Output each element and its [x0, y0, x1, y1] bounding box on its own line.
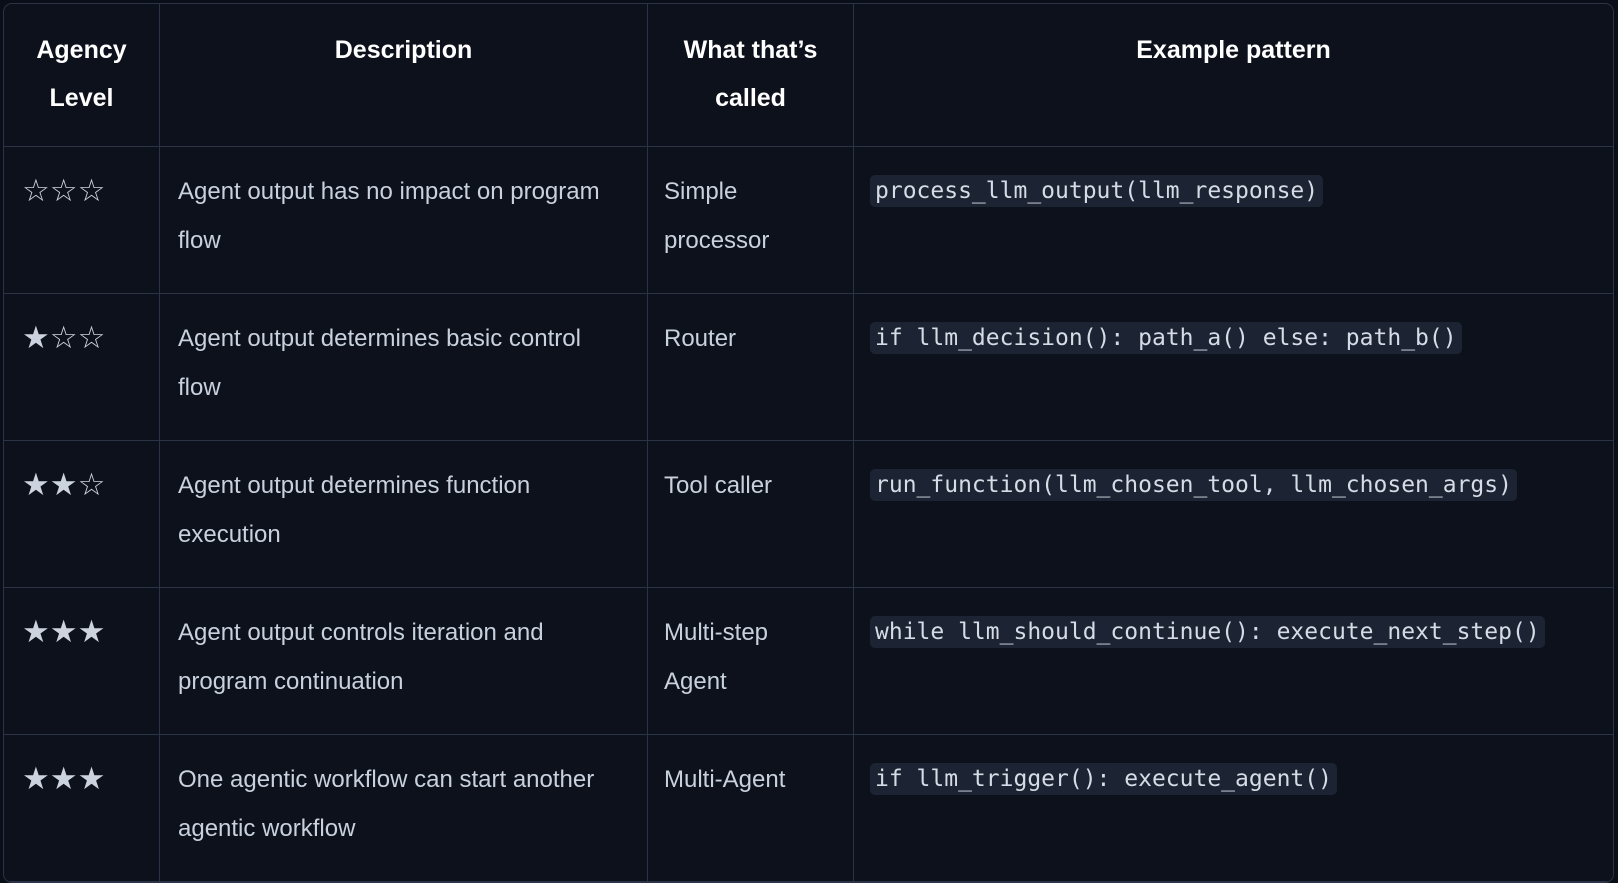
- cell-example-pattern: if llm_trigger(): execute_agent(): [854, 735, 1613, 882]
- star-rating-icon: ★★☆: [22, 467, 106, 503]
- code-snippet: process_llm_output(llm_response): [870, 175, 1324, 207]
- cell-description: Agent output controls iteration and prog…: [160, 588, 648, 735]
- star-rating-icon: ★☆☆: [22, 320, 106, 356]
- cell-description: Agent output determines basic control fl…: [160, 294, 648, 441]
- cell-description: Agent output determines function executi…: [160, 441, 648, 588]
- column-header-agency-level: Agency Level: [4, 4, 160, 147]
- cell-what-called: Multi-step Agent: [648, 588, 854, 735]
- cell-description: One agentic workflow can start another a…: [160, 735, 648, 882]
- code-snippet: if llm_decision(): path_a() else: path_b…: [870, 322, 1462, 354]
- cell-example-pattern: while llm_should_continue(): execute_nex…: [854, 588, 1613, 735]
- star-rating-icon: ★★★: [22, 614, 106, 650]
- table-row: ★☆☆ Agent output determines basic contro…: [4, 294, 1613, 441]
- cell-example-pattern: if llm_decision(): path_a() else: path_b…: [854, 294, 1613, 441]
- column-header-description: Description: [160, 4, 648, 147]
- cell-what-called: Router: [648, 294, 854, 441]
- table-row: ★★☆ Agent output determines function exe…: [4, 441, 1613, 588]
- cell-example-pattern: run_function(llm_chosen_tool, llm_chosen…: [854, 441, 1613, 588]
- cell-agency-level: ☆☆☆: [4, 147, 160, 294]
- code-snippet: run_function(llm_chosen_tool, llm_chosen…: [870, 469, 1517, 501]
- cell-agency-level: ★★☆: [4, 441, 160, 588]
- cell-description: Agent output has no impact on program fl…: [160, 147, 648, 294]
- cell-agency-level: ★★★: [4, 735, 160, 882]
- table-header-row: Agency Level Description What that’s cal…: [4, 4, 1613, 147]
- page-root: Agency Level Description What that’s cal…: [3, 3, 1614, 883]
- column-header-example-pattern: Example pattern: [854, 4, 1613, 147]
- code-snippet: if llm_trigger(): execute_agent(): [870, 763, 1337, 795]
- cell-what-called: Tool caller: [648, 441, 854, 588]
- column-header-what-called: What that’s called: [648, 4, 854, 147]
- code-snippet: while llm_should_continue(): execute_nex…: [870, 616, 1545, 648]
- table-body: ☆☆☆ Agent output has no impact on progra…: [4, 147, 1613, 882]
- table-header: Agency Level Description What that’s cal…: [4, 4, 1613, 147]
- table-row: ☆☆☆ Agent output has no impact on progra…: [4, 147, 1613, 294]
- cell-what-called: Simple processor: [648, 147, 854, 294]
- cell-what-called: Multi-Agent: [648, 735, 854, 882]
- agency-levels-table: Agency Level Description What that’s cal…: [3, 3, 1614, 883]
- star-rating-icon: ☆☆☆: [22, 173, 106, 209]
- cell-agency-level: ★★★: [4, 588, 160, 735]
- star-rating-icon: ★★★: [22, 761, 106, 797]
- cell-example-pattern: process_llm_output(llm_response): [854, 147, 1613, 294]
- table-row: ★★★ One agentic workflow can start anoth…: [4, 735, 1613, 882]
- table-row: ★★★ Agent output controls iteration and …: [4, 588, 1613, 735]
- cell-agency-level: ★☆☆: [4, 294, 160, 441]
